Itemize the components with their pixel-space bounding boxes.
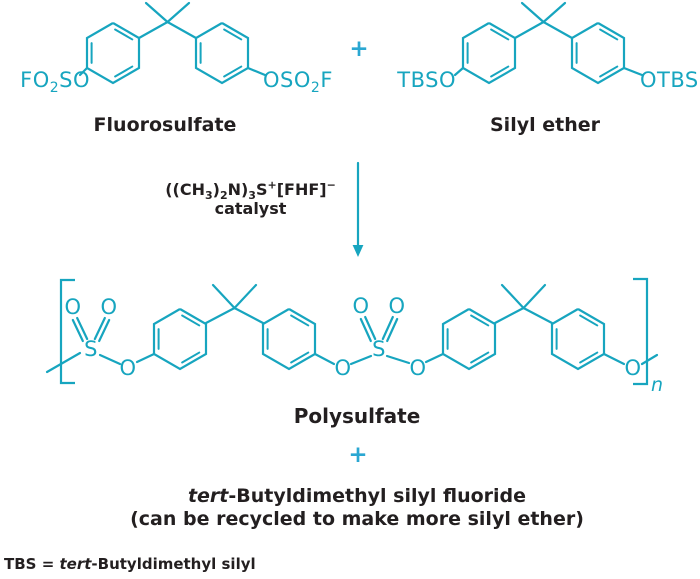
link-oxygen-3: O (409, 356, 426, 380)
structure-bonds (45, 1, 659, 386)
fluorosulfate-left-group-label: FO2SO (20, 68, 90, 96)
sulfate1-oxygen-left: O (64, 295, 81, 319)
tbs-footnote: TBS = tert-Butyldimethyl silyl (4, 555, 256, 573)
byproduct-note: (can be recycled to make more silyl ethe… (130, 508, 584, 530)
repeat-unit-subscript-n: n (651, 374, 663, 396)
sulfate2-oxygen-right: O (388, 294, 405, 318)
sulfate1-oxygen-right: O (100, 295, 117, 319)
sulfate2-oxygen-left: O (352, 294, 369, 318)
byproduct-text: tert-Butyldimethyl silyl fluoride (can b… (107, 485, 607, 531)
plus-sign-reactants: + (349, 36, 369, 62)
plus-sign-products: + (348, 442, 368, 468)
link-oxygen-1: O (119, 356, 136, 380)
silyl-ether-right-group-label: OTBS (640, 68, 699, 92)
sulfate2-sulfur: S (372, 337, 386, 361)
catalyst-formula: ((CH3)2N)3S+[FHF]− (165, 178, 336, 203)
silyl-ether-label: Silyl ether (490, 114, 600, 136)
sulfate1-sulfur: S (84, 337, 98, 361)
reaction-down-arrow-icon (352, 161, 364, 257)
polysulfate-label: Polysulfate (293, 404, 421, 428)
catalyst-block: ((CH3)2N)3S+[FHF]− catalyst (128, 179, 373, 218)
catalyst-caption: catalyst (214, 199, 287, 218)
link-oxygen-4: O (624, 356, 641, 380)
fluorosulfate-label: Fluorosulfate (93, 114, 237, 136)
link-oxygen-2: O (334, 356, 351, 380)
fluorosulfate-right-group-label: OSO2F (263, 68, 333, 96)
silyl-ether-left-group-label: TBSO (396, 68, 456, 92)
byproduct-name: tert-Butyldimethyl silyl fluoride (187, 485, 527, 507)
